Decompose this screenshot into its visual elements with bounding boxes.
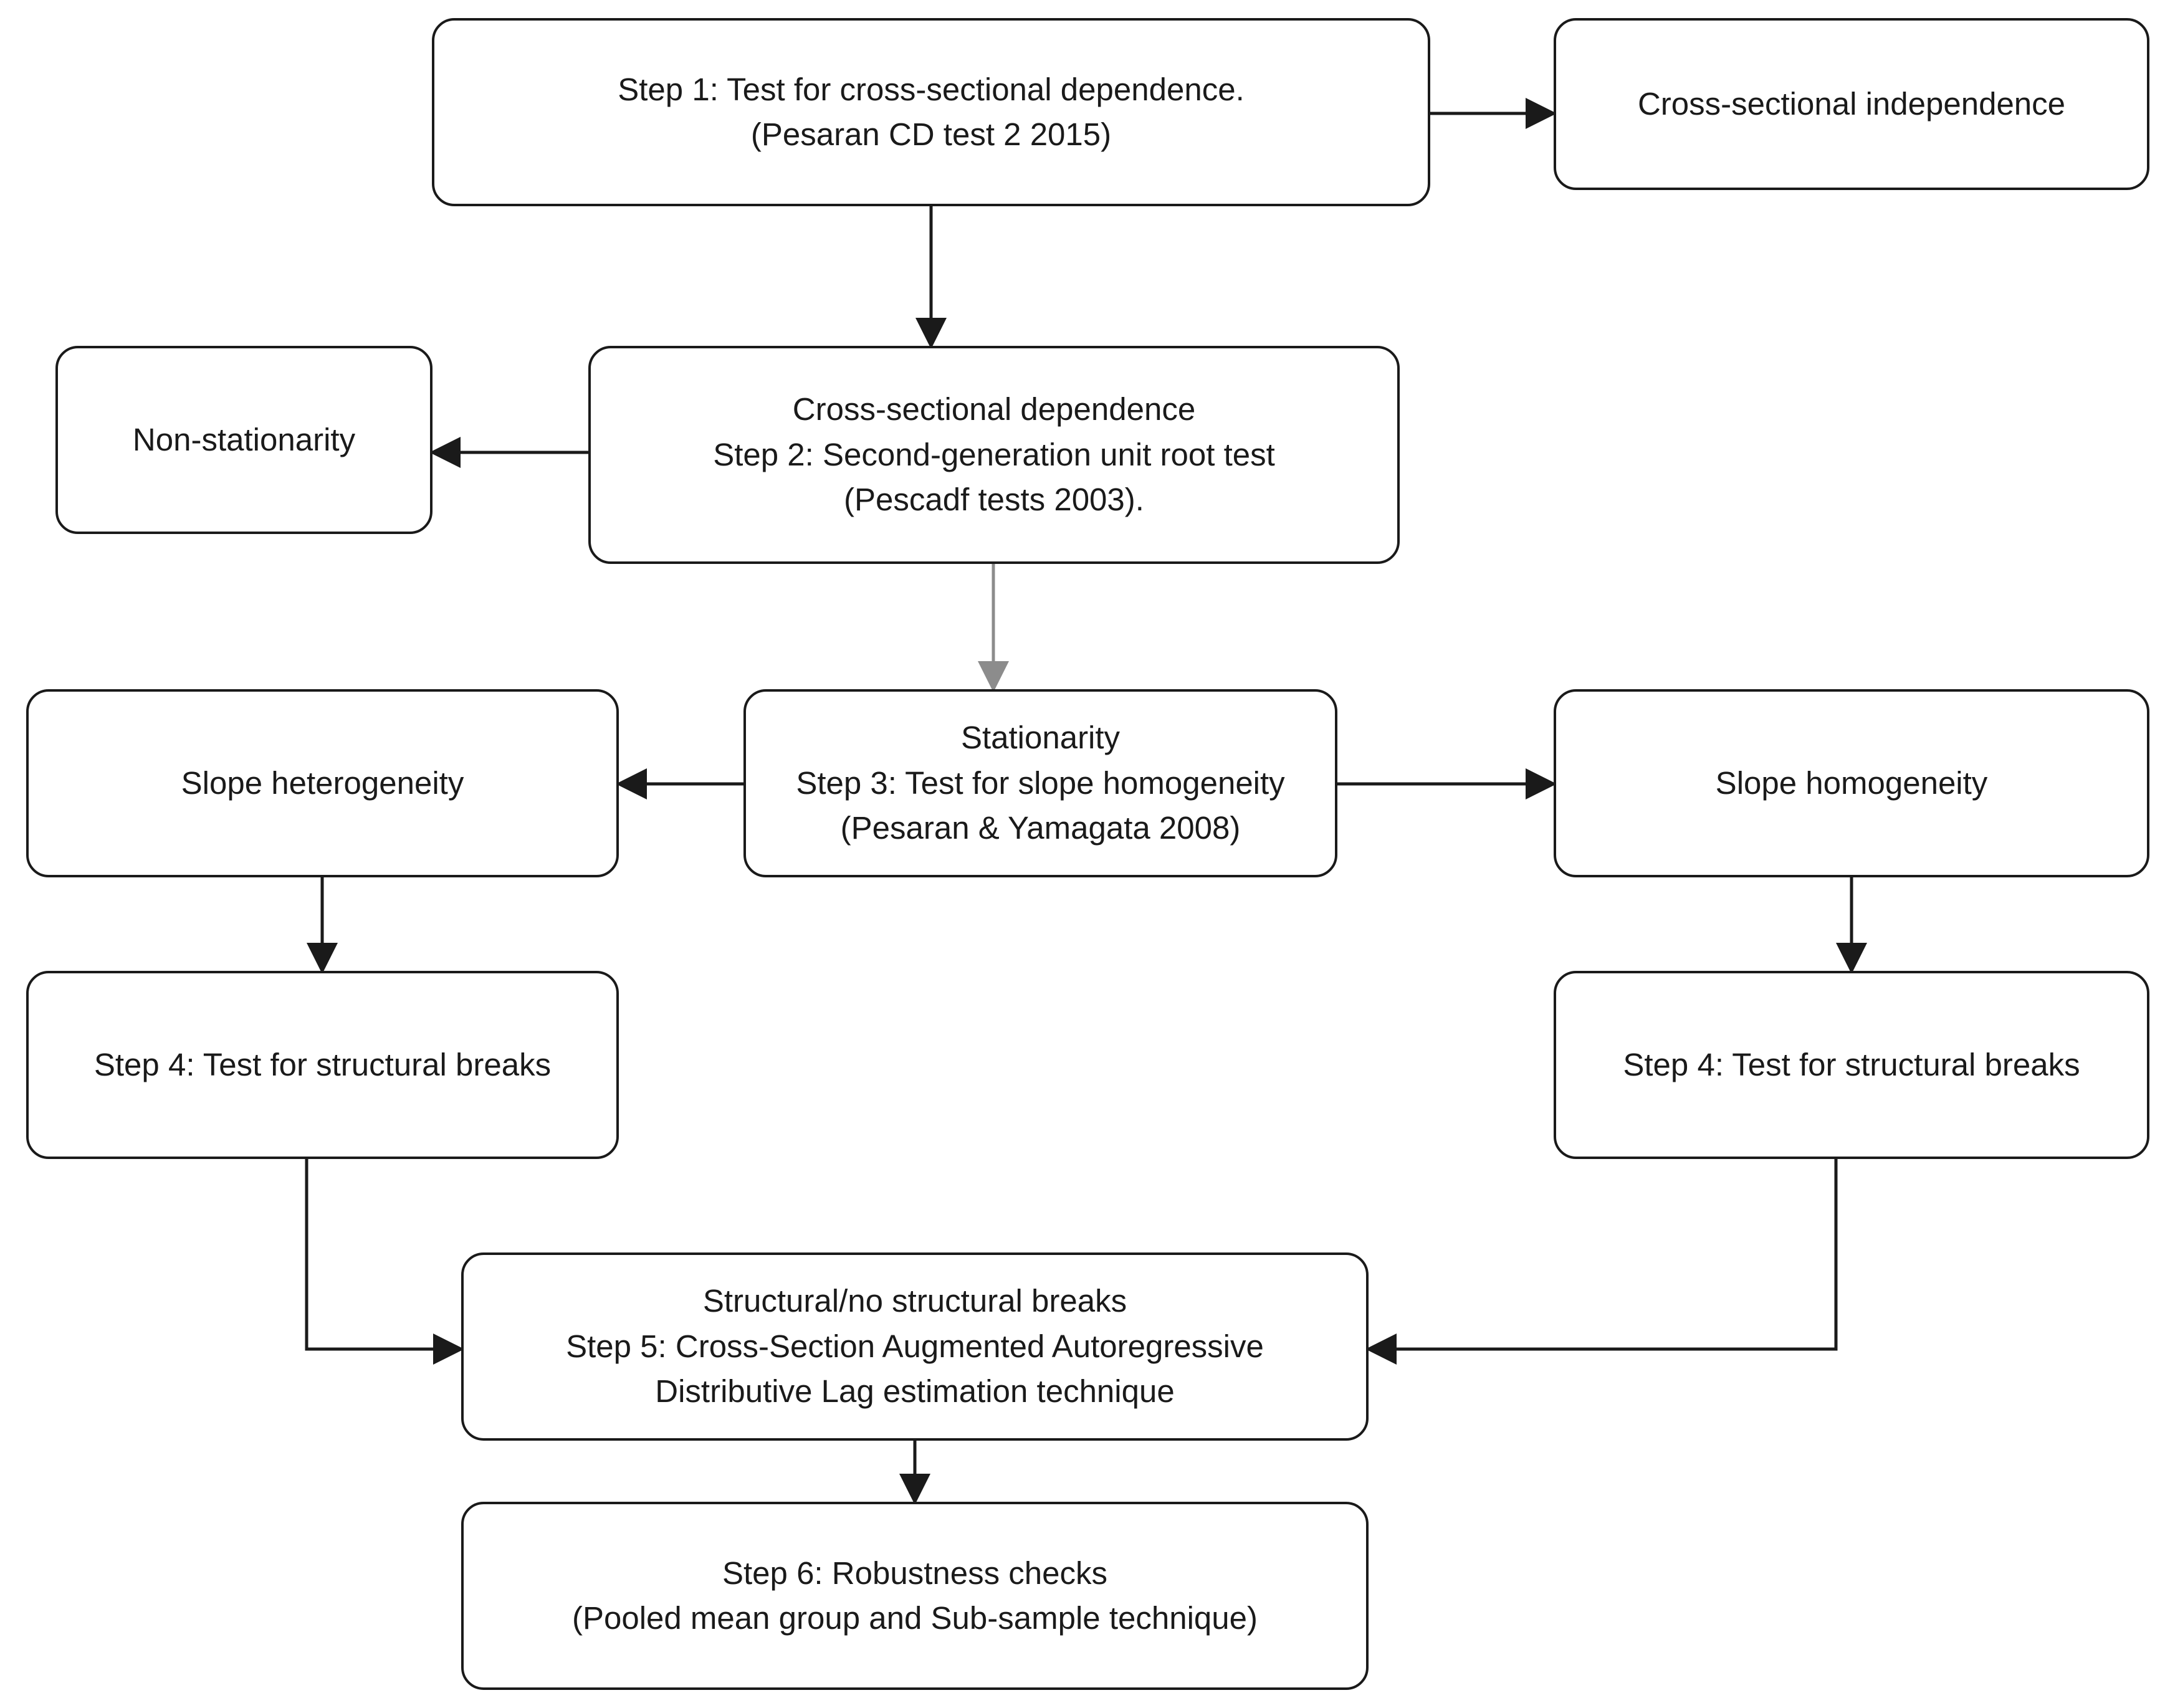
step6-robustness-checks: Step 6: Robustness checks (Pooled mean g… — [461, 1502, 1369, 1690]
node-text-line: (Pesaran CD test 2 2015) — [750, 117, 1112, 152]
node-text-line: Distributive Lag estimation technique — [655, 1373, 1175, 1410]
node-text-line: Step 4: Test for structural breaks — [1623, 1046, 2080, 1082]
arrow-step4-right-to-step5 — [1365, 1159, 1838, 1365]
node-text-line: Step 2: Second-generation unit root test — [713, 436, 1275, 472]
node-text-line: Step 1: Test for cross-sectional depende… — [618, 71, 1245, 107]
step2-unit-root-test: Cross-sectional dependence Step 2: Secon… — [588, 346, 1400, 564]
node-text-line: Slope homogeneity — [1715, 765, 1988, 801]
step1-cross-sectional-dependence-test: Step 1: Test for cross-sectional depende… — [432, 18, 1430, 206]
slope-heterogeneity-node: Slope heterogeneity — [26, 689, 619, 877]
node-text-line: Step 6: Robustness checks — [722, 1555, 1107, 1591]
node-text-line: (Pesaran & Yamagata 2008) — [840, 810, 1241, 846]
step4-structural-breaks-right: Step 4: Test for structural breaks — [1554, 971, 2149, 1159]
node-text-line: (Pescadf tests 2003). — [844, 482, 1144, 518]
step4-structural-breaks-left: Step 4: Test for structural breaks — [26, 971, 619, 1159]
node-text-line: Step 4: Test for structural breaks — [93, 1046, 552, 1082]
node-text-line: Step 5: Cross-Section Augmented Autoregr… — [566, 1328, 1264, 1364]
node-text-line: Stationarity — [960, 720, 1121, 756]
cross-sectional-independence-node: Cross-sectional independence — [1554, 18, 2149, 190]
slope-homogeneity-node: Slope homogeneity — [1554, 689, 2149, 877]
node-text-line: Step 3: Test for slope homogeneity — [796, 765, 1285, 801]
node-text-line: (Pooled mean group and Sub-sample techni… — [571, 1600, 1258, 1636]
node-text-line: Cross-sectional dependence — [792, 391, 1196, 427]
node-text-line: Structural/no structural breaks — [702, 1283, 1127, 1319]
node-text-line: Slope heterogeneity — [181, 765, 464, 801]
node-text-line: Non-stationarity — [132, 421, 356, 457]
step3-slope-homogeneity-test: Stationarity Step 3: Test for slope homo… — [743, 689, 1337, 877]
non-stationarity-node: Non-stationarity — [55, 346, 433, 534]
arrow-step4-left-to-step5 — [305, 1159, 464, 1365]
step5-cs-ardl-estimation: Structural/no structural breaks Step 5: … — [461, 1252, 1369, 1441]
node-text-line: Cross-sectional independence — [1637, 85, 2066, 122]
